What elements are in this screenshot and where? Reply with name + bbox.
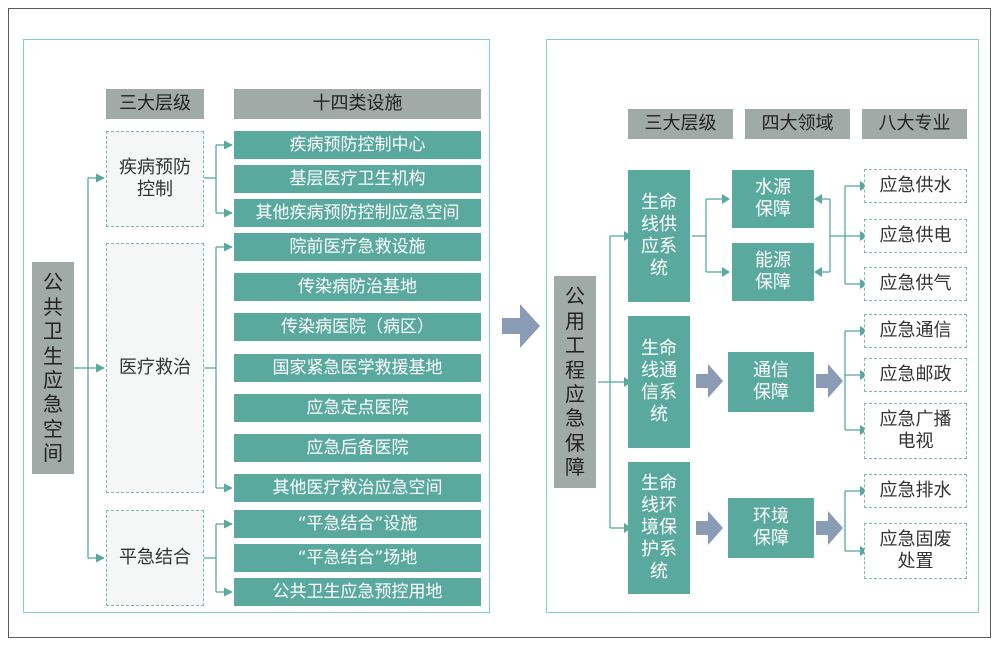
left-header-facilities: 十四类设施 [234, 89, 481, 119]
facility-item: “平急结合”设施 [234, 510, 481, 538]
facility-item: 基层医疗卫生机构 [234, 165, 481, 193]
left-root-char: 公 [43, 270, 63, 295]
left-header-levels: 三大层级 [106, 89, 204, 119]
facility-item: 应急后备医院 [234, 434, 481, 462]
system-label-line: 信系 [641, 382, 677, 403]
right-root-char: 工 [565, 333, 585, 358]
facility-item: 其他医疗救治应急空间 [234, 474, 481, 502]
right-header-specialties: 八大专业 [862, 109, 967, 139]
facility-item: “平急结合”场地 [234, 544, 481, 572]
left-group-2-line-1: 医疗救治 [119, 357, 191, 379]
left-root-char: 空 [43, 416, 63, 441]
left-root-char: 卫 [43, 319, 63, 344]
domain-communication: 通信 保障 [728, 352, 814, 412]
domain-environment-line-1: 环境 [753, 506, 789, 528]
specialty-label-2: 电视 [897, 431, 934, 452]
system-label-line: 统 [650, 257, 668, 279]
right-root-char: 用 [565, 308, 585, 333]
specialty-label-2: 处置 [897, 551, 934, 572]
specialty-item: 应急固废 处置 [864, 523, 967, 579]
facility-item: 传染病防治基地 [234, 273, 481, 301]
right-root-char: 保 [565, 430, 585, 455]
system-label-line: 生命 [641, 192, 677, 214]
specialty-item: 应急邮政 [864, 358, 967, 392]
system-label-line: 应系 [641, 236, 677, 257]
domain-environment-line-2: 保障 [753, 528, 789, 549]
specialty-label: 应急邮政 [879, 364, 952, 386]
specialty-item: 应急供气 [864, 267, 967, 301]
specialty-item: 应急供水 [864, 169, 967, 203]
specialty-label: 应急供气 [879, 273, 952, 295]
right-root-box: 公用工程应急保障 [554, 276, 596, 488]
right-root-char: 应 [565, 382, 585, 406]
system-label-line: 统 [650, 560, 668, 582]
left-root-char: 共 [43, 294, 63, 319]
system-label-line: 线供 [641, 214, 677, 236]
domain-communication-line-2: 保障 [753, 382, 789, 403]
left-group-1-line-1: 疾病预防 [119, 157, 191, 179]
system-box-2: 生命线通信系统 [628, 316, 690, 448]
system-label-line: 线通 [641, 360, 677, 382]
domain-energy-line-2: 保障 [755, 272, 791, 293]
left-root-char: 急 [43, 392, 63, 417]
right-header-domains: 四大领域 [745, 109, 850, 139]
domain-water: 水源 保障 [732, 170, 814, 228]
facility-item: 传染病医院（病区） [234, 313, 481, 341]
domain-water-line-1: 水源 [755, 177, 791, 199]
left-group-3: 平急结合 [106, 510, 204, 606]
system-label-line: 线环 [641, 495, 677, 517]
left-group-1: 疾病预防 控制 [106, 131, 204, 227]
system-label-line: 生命 [641, 473, 677, 495]
system-label-line: 护系 [641, 538, 677, 560]
specialty-label: 应急通信 [879, 320, 952, 342]
system-box-3: 生命线环境保护系统 [628, 462, 690, 594]
left-group-2: 医疗救治 [106, 243, 204, 493]
system-label-line: 统 [650, 403, 668, 425]
system-label-line: 生命 [641, 338, 677, 360]
facility-item: 应急定点医院 [234, 394, 481, 422]
left-group-1-line-2: 控制 [137, 179, 173, 200]
facility-item: 院前医疗急救设施 [234, 233, 481, 261]
system-label-line: 境保 [641, 517, 677, 539]
specialty-item: 应急广播 电视 [864, 403, 967, 459]
domain-energy: 能源 保障 [732, 243, 814, 301]
right-header-levels: 三大层级 [628, 109, 733, 139]
right-root-char: 公 [565, 284, 585, 309]
specialty-label: 应急固废 [879, 529, 952, 551]
right-root-char: 程 [565, 357, 585, 382]
left-root-char: 生 [43, 343, 63, 368]
specialty-item: 应急通信 [864, 314, 967, 348]
system-box-1: 生命线供应系统 [628, 170, 690, 302]
specialty-label: 应急排水 [879, 480, 952, 502]
domain-communication-line-1: 通信 [753, 360, 789, 382]
facility-item: 其他疾病预防控制应急空间 [234, 199, 481, 227]
domain-energy-line-1: 能源 [755, 250, 791, 272]
right-root-char: 障 [565, 455, 585, 480]
specialty-item: 应急供电 [864, 219, 967, 253]
specialty-label: 应急供电 [879, 225, 952, 247]
domain-environment: 环境 保障 [728, 498, 814, 558]
domain-water-line-2: 保障 [755, 199, 791, 220]
main-arrow [502, 304, 540, 348]
left-root-char: 间 [43, 441, 63, 466]
right-root-char: 急 [565, 406, 585, 431]
left-group-3-line-1: 平急结合 [119, 547, 191, 569]
facility-item: 公共卫生应急预控用地 [234, 578, 481, 606]
left-root-char: 应 [43, 368, 63, 392]
specialty-label: 应急供水 [879, 175, 952, 197]
facility-item: 疾病预防控制中心 [234, 131, 481, 159]
specialty-label: 应急广播 [879, 409, 952, 431]
left-root-box: 公共卫生应急空间 [32, 262, 74, 474]
specialty-item: 应急排水 [864, 474, 967, 508]
outer-frame [8, 8, 991, 638]
facility-item: 国家紧急医学救援基地 [234, 354, 481, 382]
